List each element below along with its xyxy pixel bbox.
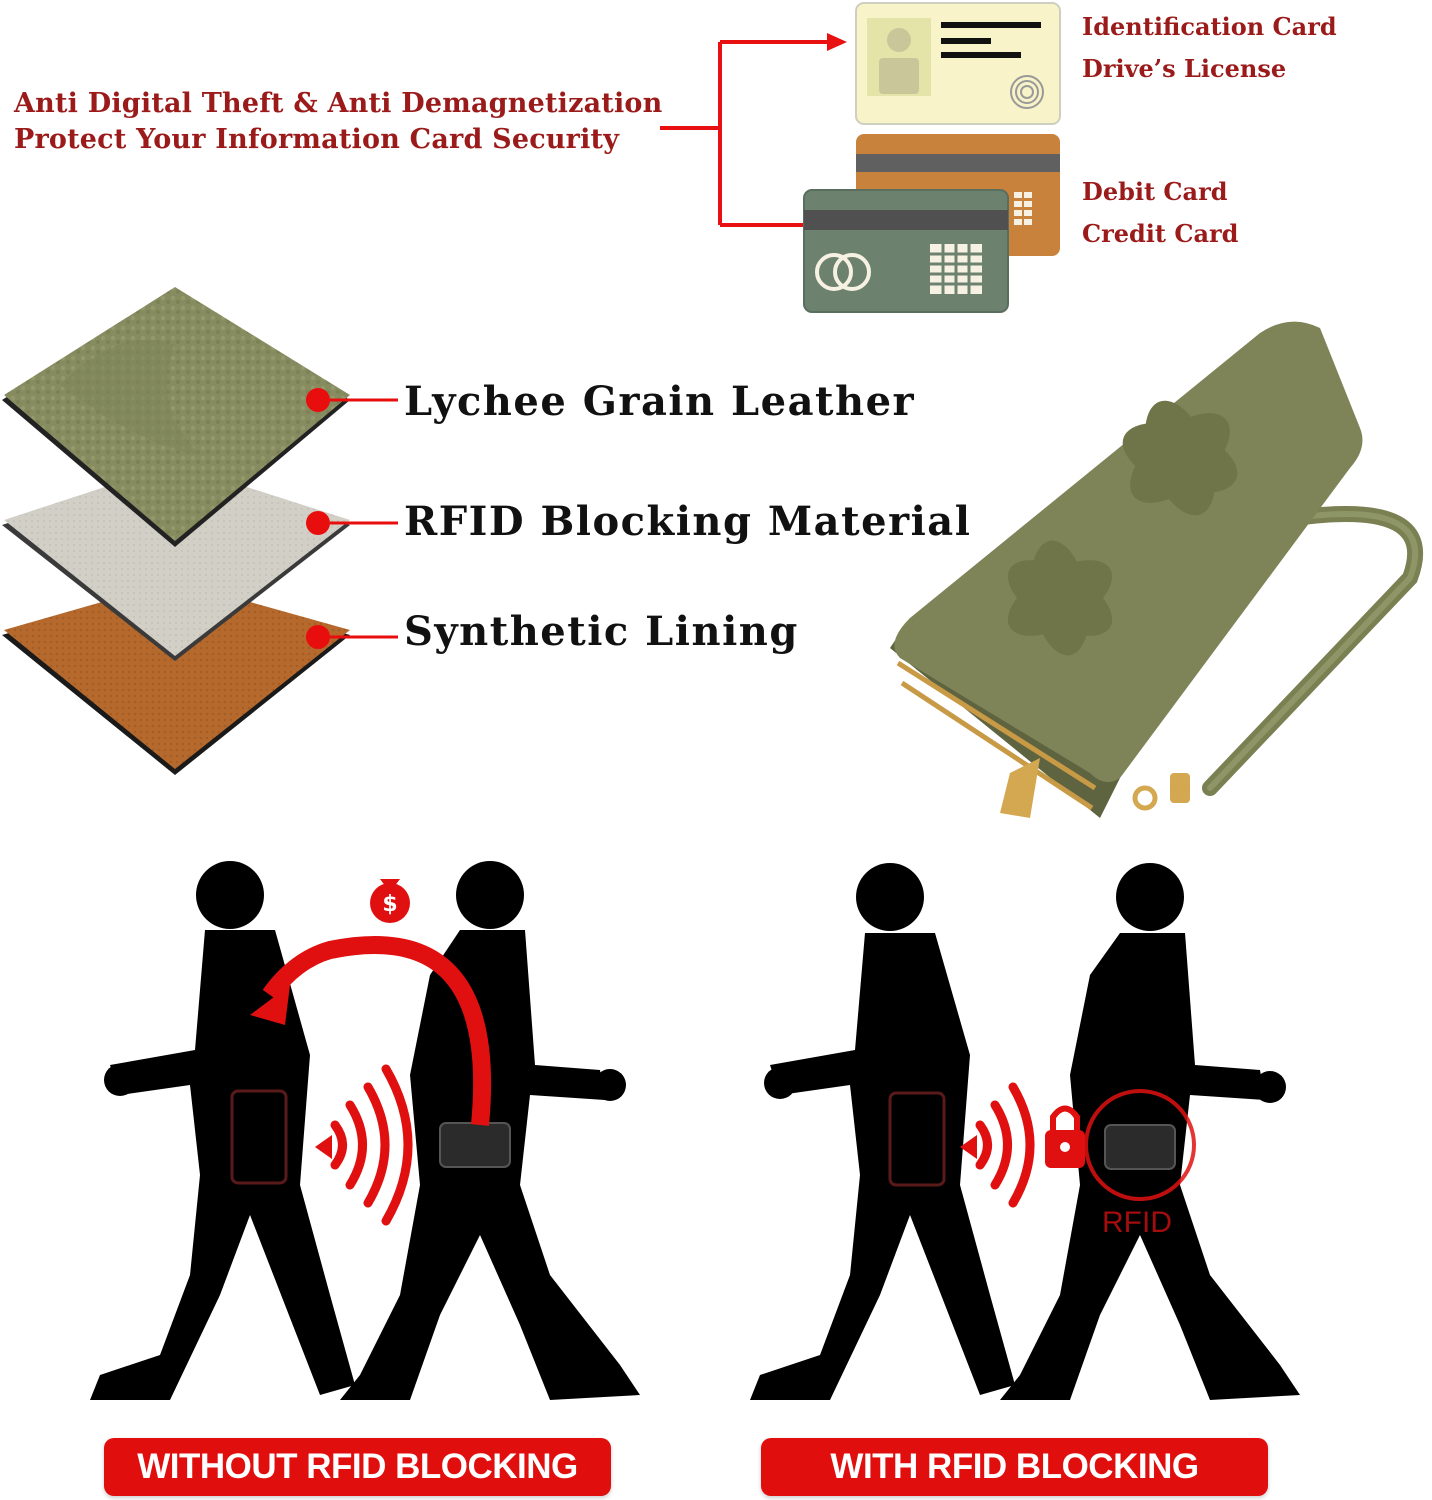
scene-without-rfid: $: [90, 861, 640, 1400]
card-label-debit: Debit Card: [1082, 177, 1228, 206]
card-label-id: Identification Card: [1082, 12, 1337, 41]
banner-without-rfid: WITHOUT RFID BLOCKING: [104, 1438, 611, 1496]
layer-label-leather: Lychee Grain Leather: [404, 378, 916, 425]
card-label-license: Drive’s License: [1082, 54, 1287, 83]
banner-with-rfid: WITH RFID BLOCKING: [761, 1438, 1268, 1496]
material-layers-diagram: [2, 287, 398, 775]
walker-left-silhouette: [90, 861, 355, 1400]
layer-label-lining: Synthetic Lining: [404, 608, 799, 655]
header-line-2: Protect Your Information Card Security: [14, 124, 620, 155]
layer-label-rfid: RFID Blocking Material: [404, 498, 972, 545]
id-card-icon: [855, 2, 1061, 125]
scene-with-rfid: [750, 863, 1300, 1400]
card-label-credit: Credit Card: [1082, 219, 1239, 248]
walker-left-silhouette-protected: [750, 863, 1015, 1400]
wallet-image: [890, 321, 1423, 818]
rfid-text: RFID: [1102, 1206, 1172, 1239]
header-line-1: Anti Digital Theft & Anti Demagnetizatio…: [14, 88, 663, 119]
svg-text:$: $: [382, 892, 397, 917]
bank-cards-icon: [803, 134, 1060, 313]
